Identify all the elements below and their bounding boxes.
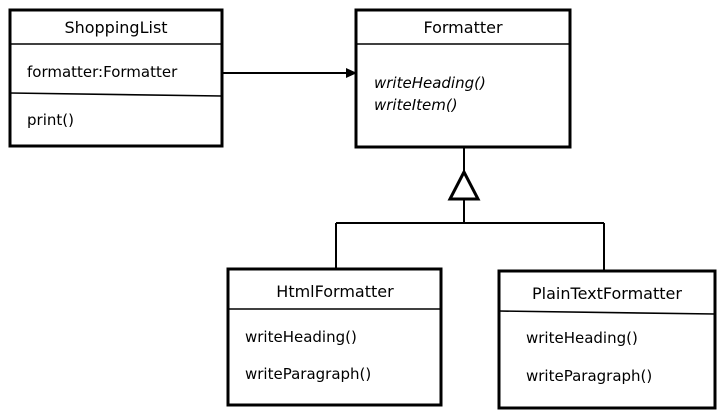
class-html-formatter[interactable]: HtmlFormatter writeHeading() writeParagr… bbox=[226, 267, 443, 407]
class-name-plain-text-formatter: PlainTextFormatter bbox=[532, 284, 682, 303]
method-print: print() bbox=[27, 111, 74, 129]
class-name-shopping-list: ShoppingList bbox=[64, 18, 167, 37]
class-plain-text-formatter[interactable]: PlainTextFormatter writeHeading() writeP… bbox=[497, 269, 717, 410]
method-write-heading: writeHeading() bbox=[526, 329, 638, 347]
generalization-edges bbox=[335, 147, 605, 271]
method-write-paragraph: writeParagraph() bbox=[245, 365, 371, 383]
method-write-heading-abstract: writeHeading() bbox=[374, 74, 486, 92]
class-formatter[interactable]: Formatter writeHeading() writeItem() bbox=[354, 8, 572, 149]
class-shopping-list[interactable]: ShoppingList formatter:Formatter print() bbox=[8, 8, 224, 148]
class-name-formatter: Formatter bbox=[423, 18, 503, 37]
class-name-html-formatter: HtmlFormatter bbox=[276, 282, 394, 301]
method-write-item-abstract: writeItem() bbox=[374, 96, 458, 114]
method-write-heading: writeHeading() bbox=[245, 328, 357, 346]
generalization-triangle bbox=[447, 168, 481, 201]
method-write-paragraph: writeParagraph() bbox=[526, 367, 652, 385]
attribute-formatter: formatter:Formatter bbox=[27, 63, 178, 81]
